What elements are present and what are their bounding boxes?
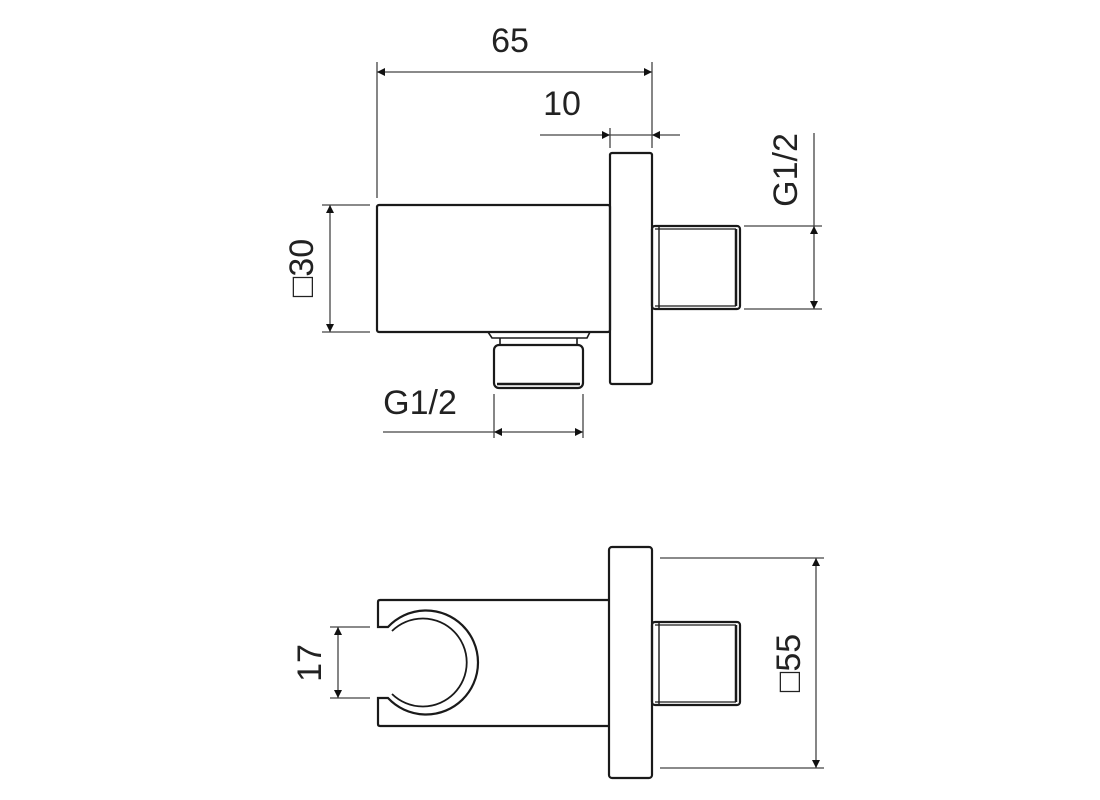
front-view <box>376 545 742 780</box>
dim-label-g12-bottom: G1/2 <box>383 384 457 422</box>
side-view-dimensions <box>322 62 822 438</box>
side-view <box>375 151 742 390</box>
holder-body <box>376 598 609 728</box>
front-view-dimensions <box>330 557 824 769</box>
dim-label-55: □55 <box>770 634 808 692</box>
dim-label-g12-right: G1/2 <box>767 133 805 207</box>
front-nipple <box>650 620 742 707</box>
body-box <box>375 203 612 334</box>
bottom-nipple <box>487 331 591 390</box>
flange <box>608 151 654 386</box>
dim-label-65: 65 <box>491 22 529 60</box>
dim-label-10: 10 <box>543 85 581 123</box>
front-flange <box>607 545 654 780</box>
right-nipple <box>650 224 742 311</box>
dim-label-30: □30 <box>283 239 321 297</box>
holder-ring-inner <box>391 617 468 708</box>
dim-label-17: 17 <box>291 644 329 682</box>
